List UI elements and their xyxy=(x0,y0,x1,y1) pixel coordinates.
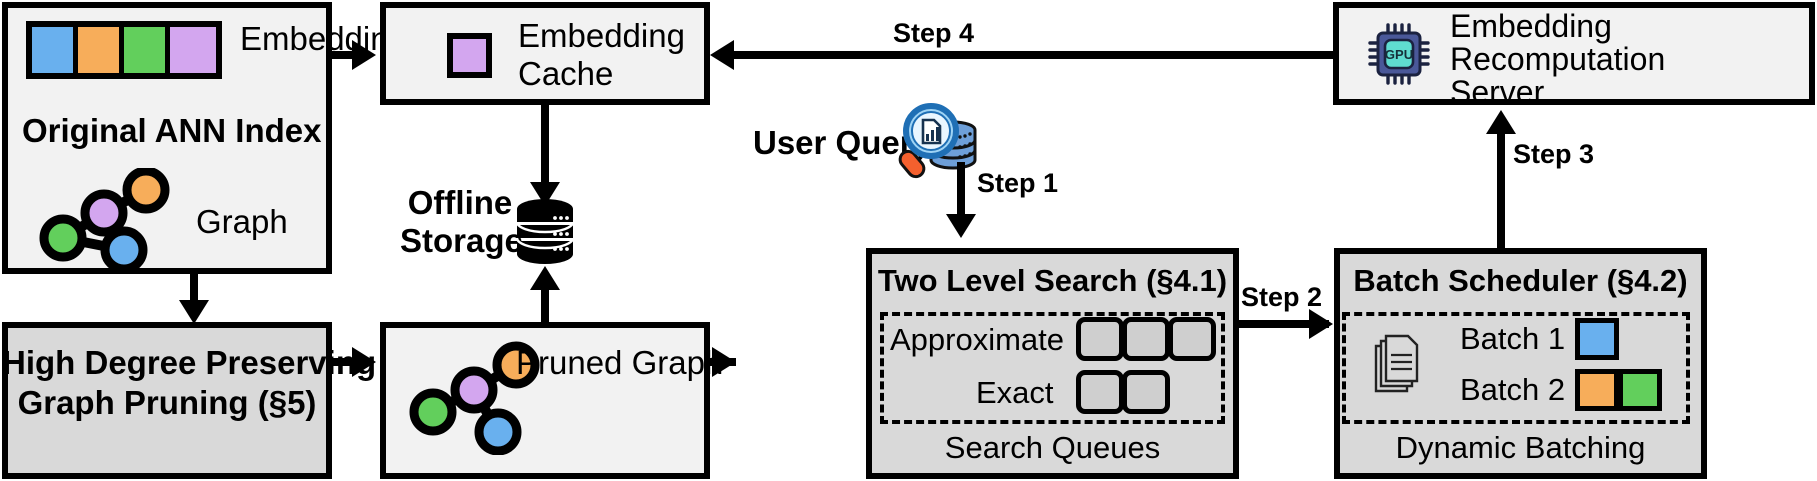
approximate-queue-slot-2[interactable] xyxy=(1122,317,1170,361)
dynamic-batching-caption: Dynamic Batching xyxy=(1395,430,1646,465)
step-4-label: Step 4 xyxy=(893,18,975,48)
arrowhead-step3 xyxy=(1486,110,1516,134)
embedding-vector-strip xyxy=(26,21,222,79)
graph-pruning-line2: Graph Pruning (§5) xyxy=(17,384,317,421)
documents-icon xyxy=(1370,330,1426,400)
recomputation-server-line3: Server xyxy=(1450,74,1545,110)
batch-scheduler-title: Batch Scheduler (§4.2) xyxy=(1353,263,1688,298)
approximate-queue-slot-1[interactable] xyxy=(1076,317,1124,361)
arrowhead-step2 xyxy=(1309,309,1333,339)
connector-step1 xyxy=(957,162,965,228)
arrowhead-pruning-to-prunedgraph xyxy=(352,347,376,377)
database-icon xyxy=(515,198,575,266)
exact-queue-label: Exact xyxy=(976,375,1054,410)
batch-1-item-1 xyxy=(1575,318,1619,360)
original-ann-index-title: Original ANN Index xyxy=(22,112,322,149)
embedding-cell-1 xyxy=(32,27,78,73)
connector-step2 xyxy=(1239,320,1329,328)
connector-index-to-pruning xyxy=(190,274,198,308)
cached-embedding-chip-icon xyxy=(447,33,492,78)
approximate-queue-slot-3[interactable] xyxy=(1168,317,1216,361)
connector-index-to-cache xyxy=(332,51,358,59)
batch-1-label: Batch 1 xyxy=(1460,321,1566,356)
arrowhead-step4 xyxy=(710,40,734,70)
original-index-graph-icon xyxy=(36,168,181,268)
arrowhead-prunedgraph-to-search xyxy=(712,347,736,377)
embedding-cell-2 xyxy=(78,27,124,73)
arrowhead-index-to-pruning xyxy=(179,300,209,324)
pruned-graph-icon xyxy=(406,340,551,455)
embedding-label: Embedding xyxy=(240,20,407,57)
offline-storage-line1: Offline xyxy=(407,184,513,221)
gpu-chip-icon: GPU xyxy=(1368,23,1430,85)
step-3-label: Step 3 xyxy=(1513,139,1595,169)
dynamic-batching-dashed-region xyxy=(1342,312,1690,424)
approximate-queue-label: Approximate xyxy=(890,322,1065,357)
svg-text:GPU: GPU xyxy=(1385,47,1413,62)
pruned-graph-label: Pruned Graph xyxy=(516,344,724,381)
embedding-cell-3 xyxy=(124,27,170,73)
embedding-cache-box xyxy=(380,2,710,105)
connector-cache-to-storage xyxy=(541,105,549,190)
graph-pruning-line1: High Degree Preserving xyxy=(2,344,377,381)
step-2-label: Step 2 xyxy=(1241,282,1323,312)
embedding-cache-line2: Cache xyxy=(518,55,614,92)
connector-step4 xyxy=(730,51,1335,59)
recomputation-server-line2: Recomputation xyxy=(1450,41,1666,77)
graph-pruning-box xyxy=(2,322,332,479)
connector-pruning-to-prunedgraph xyxy=(332,358,358,366)
embedding-cache-line1: Embedding xyxy=(518,17,685,54)
search-queues-dashed-region xyxy=(880,312,1225,424)
connector-prunedgraph-to-storage xyxy=(541,285,549,323)
graph-label: Graph xyxy=(196,203,288,240)
search-queues-caption: Search Queues xyxy=(944,430,1161,465)
arrowhead-prunedgraph-to-storage xyxy=(530,266,560,290)
recomputation-server-line1: Embedding xyxy=(1450,8,1612,44)
connector-step3 xyxy=(1497,128,1505,248)
exact-queue-slot-2[interactable] xyxy=(1122,370,1170,414)
two-level-search-box xyxy=(866,248,1239,479)
exact-queue-slot-1[interactable] xyxy=(1076,370,1124,414)
embedding-cell-4 xyxy=(170,27,216,73)
step-1-label: Step 1 xyxy=(977,168,1059,198)
two-level-search-title: Two Level Search (§4.1) xyxy=(877,263,1228,298)
arrowhead-step1 xyxy=(946,214,976,238)
batch-2-item-2 xyxy=(1618,369,1662,411)
batch-2-label: Batch 2 xyxy=(1460,372,1566,407)
offline-storage-line2: Storage xyxy=(400,222,523,259)
arrowhead-index-to-cache xyxy=(352,40,376,70)
query-search-database-icon xyxy=(898,98,984,184)
batch-2-item-1 xyxy=(1575,369,1619,411)
